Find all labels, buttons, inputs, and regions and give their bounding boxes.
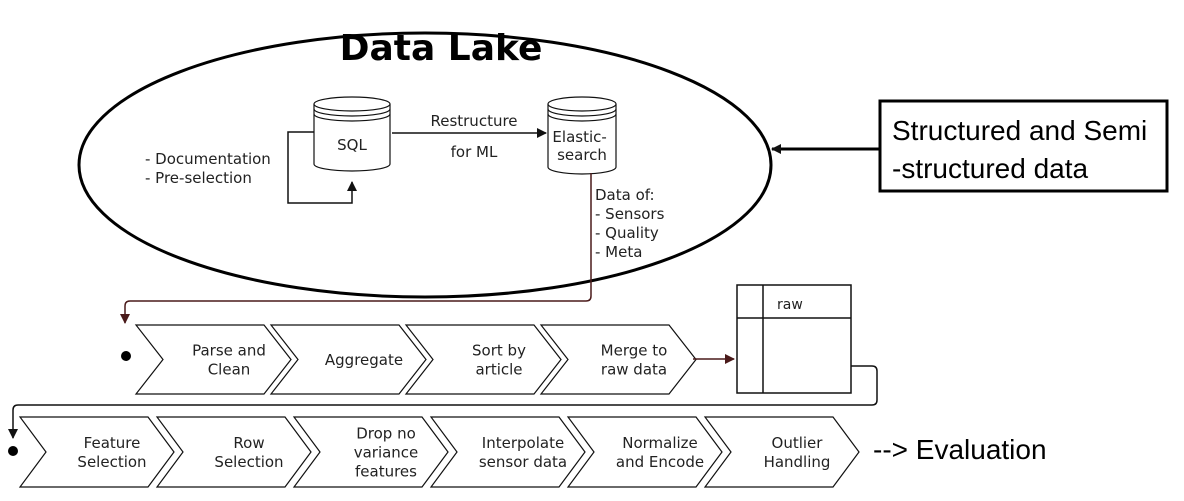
process-step-chevron	[134, 324, 292, 395]
process-step-label: Sort by	[472, 341, 526, 359]
process-step-label: Merge to	[601, 341, 668, 359]
process-step-chevron	[539, 324, 697, 395]
process-step-label: Clean	[208, 360, 251, 378]
external-source-line: -structured data	[892, 153, 1089, 184]
sql-database-icon	[313, 96, 391, 172]
process-step-chevron	[292, 416, 449, 488]
process-step-label: features	[355, 462, 417, 480]
row2-start-dot	[8, 446, 18, 456]
process-step-chevron	[566, 416, 723, 488]
process-step-label: Row	[233, 434, 264, 452]
sql-notes: - Documentation - Pre-selection	[145, 150, 276, 187]
process-step-label: Interpolate	[482, 434, 564, 452]
data-of-item: - Quality	[595, 224, 659, 242]
data-lake-title: Data Lake	[340, 28, 543, 69]
raw-table-icon	[736, 284, 852, 394]
evaluation-label: --> Evaluation	[873, 434, 1047, 465]
process-step-label: raw data	[601, 360, 667, 378]
process-step-label: Aggregate	[325, 351, 403, 369]
row1-to-row2-arrow	[8, 365, 878, 439]
process-step-label: Selection	[77, 453, 146, 471]
process-step-label: sensor data	[479, 453, 567, 471]
process-step-label: Outlier	[772, 434, 824, 452]
sql-note: - Pre-selection	[145, 169, 252, 187]
restructure-label: for ML	[451, 143, 498, 161]
data-of-item: - Meta	[595, 243, 642, 261]
process-step-chevron	[18, 416, 175, 488]
elasticsearch-label-line: Elastic-	[552, 128, 606, 146]
restructure-label: Restructure	[430, 112, 517, 130]
process-step-label: Handling	[764, 453, 831, 471]
external-source-label: Structured and Semi -structured data	[892, 115, 1155, 184]
process-step-label: Normalize	[622, 434, 698, 452]
process-step-label: and Encode	[616, 453, 704, 471]
process-step-label: article	[475, 360, 522, 378]
process-step-chevron	[429, 416, 586, 488]
process-step-chevron	[269, 324, 427, 395]
es-to-pipeline-arrow	[120, 173, 592, 324]
data-of-list: Data of: - Sensors - Quality - Meta	[595, 186, 669, 261]
sql-loop-arrow	[287, 131, 357, 204]
row1-start-dot	[121, 351, 131, 361]
elasticsearch-label: Elastic- search	[552, 128, 611, 164]
external-source-line: Structured and Semi	[892, 115, 1147, 146]
process-step-label: Parse and	[192, 341, 266, 359]
external-source-box	[878, 99, 1169, 193]
process-step-label: Drop no	[356, 424, 416, 442]
process-step-label: variance	[354, 443, 419, 461]
raw-table-label: raw	[777, 297, 803, 313]
sql-note: - Documentation	[145, 150, 271, 168]
data-of-item: Data of:	[595, 186, 655, 204]
process-step-chevron	[155, 416, 312, 488]
process-step-chevron	[703, 416, 860, 488]
process-step-label: Feature	[84, 434, 141, 452]
process-step-chevron	[404, 324, 562, 395]
elasticsearch-database-icon	[547, 96, 617, 175]
process-step-label: Selection	[214, 453, 283, 471]
elasticsearch-label-line: search	[557, 146, 607, 164]
sql-label: SQL	[337, 136, 367, 154]
data-of-item: - Sensors	[595, 205, 665, 223]
